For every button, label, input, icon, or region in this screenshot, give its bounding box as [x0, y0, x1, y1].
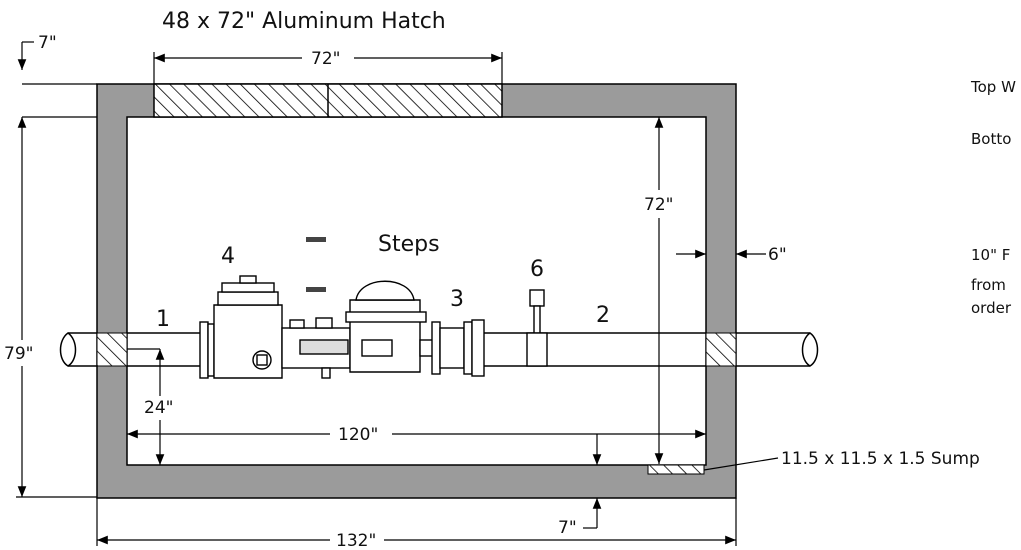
- item-1-label: 1: [156, 307, 170, 332]
- test-fitting: [526, 289, 548, 367]
- title: 48 x 72" Aluminum Hatch: [162, 9, 446, 34]
- item-2-label: 2: [596, 303, 610, 328]
- dim-lid-thickness: 7": [38, 33, 57, 53]
- dim-inner-height: 72": [644, 195, 673, 215]
- steps-label: Steps: [378, 232, 440, 257]
- step-upper: [306, 237, 326, 242]
- aluminum-hatch: [153, 83, 503, 118]
- side-note-line-3: order: [971, 299, 1012, 317]
- dim-pipe-height: 24": [144, 398, 173, 418]
- vault-structure: [96, 83, 737, 499]
- step-lower: [306, 287, 326, 292]
- dim-overall-width: 132": [336, 531, 376, 550]
- dim-hatch-width: 72": [311, 49, 340, 69]
- right-wall-sleeve: [705, 332, 737, 367]
- pipeline: [59, 332, 819, 367]
- side-note-top-wall: Top W: [970, 78, 1016, 96]
- dim-wall-thickness: 6": [768, 245, 787, 265]
- item-4-label: 4: [221, 244, 235, 269]
- item-3-label: 3: [450, 287, 464, 312]
- dimension-lines: [16, 41, 779, 546]
- sump-label: 11.5 x 11.5 x 1.5 Sump: [781, 449, 980, 469]
- dim-inner-width: 120": [338, 425, 378, 445]
- dim-floor-thickness: 7": [558, 518, 577, 538]
- item-6-label: 6: [530, 257, 544, 282]
- side-note-line-2: from: [971, 276, 1006, 294]
- left-wall-sleeve: [96, 332, 128, 367]
- sump: [647, 464, 705, 475]
- side-note-line-1: 10" F: [971, 246, 1010, 264]
- side-note-bottom-wall: Botto: [971, 130, 1011, 148]
- backflow-valve-assembly: [199, 275, 485, 379]
- dim-overall-height: 79": [4, 344, 33, 364]
